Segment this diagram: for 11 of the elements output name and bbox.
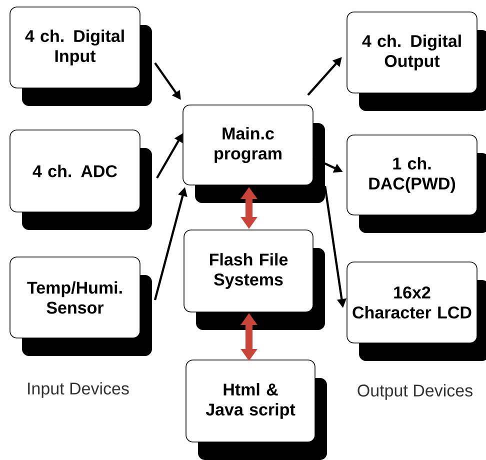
process-box: Html & Java script — [186, 360, 327, 460]
process-box: Temp/Humi. Sensor — [10, 256, 152, 356]
process-box: 4 ch. ADC — [10, 130, 152, 230]
process-box: 1 ch. DAC(PWD) — [346, 134, 486, 233]
process-box: 4 ch. Digital Input — [10, 6, 152, 106]
caption-text: Output Devices — [358, 384, 472, 400]
process-box: 4 ch. Digital Output — [346, 12, 486, 111]
process-box: Flash File Systems — [184, 230, 325, 330]
caption-text: Input Devices — [28, 382, 129, 398]
process-box: 16x2 Character LCD — [346, 262, 486, 361]
process-box: Main.c program — [182, 104, 325, 203]
